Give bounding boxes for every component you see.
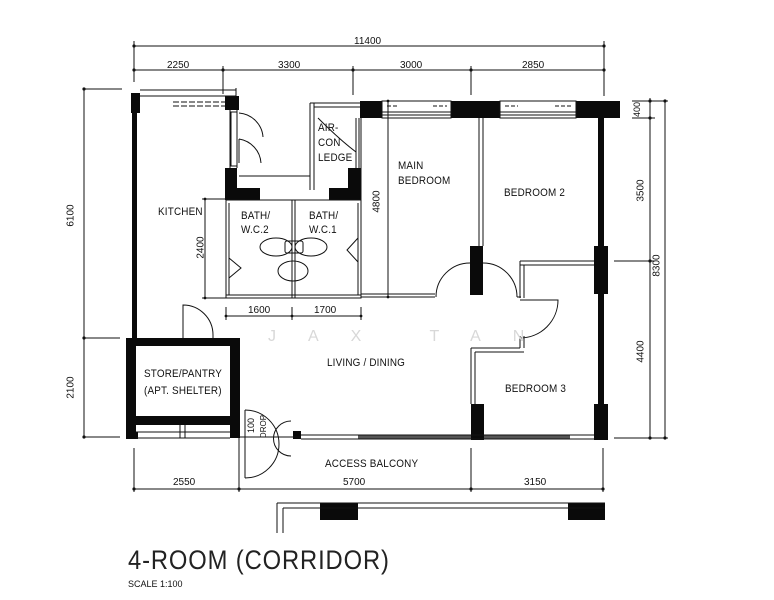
room-label-store-line2: (APT. SHELTER) — [144, 385, 222, 397]
dim-left-2: 2100 — [65, 376, 77, 399]
dim-bottom-3: 3150 — [524, 477, 547, 488]
dim-right-3: 4400 — [635, 340, 647, 363]
plan-title: 4-ROOM (CORRIDOR) — [128, 545, 390, 575]
dim-right-total: 8300 — [651, 254, 663, 277]
plan-scale: SCALE 1:100 — [128, 579, 183, 589]
dim-bath-height: 2400 — [195, 236, 207, 259]
left-dimension-lines — [83, 88, 122, 438]
room-label-aircon-line3: LEDGE — [318, 152, 353, 164]
dim-bath-width-2: 1700 — [314, 305, 337, 316]
room-label-main-bedroom-line2: BEDROOM — [398, 175, 451, 187]
room-label-aircon-line2: CON — [318, 137, 341, 149]
room-label-aircon-line1: AIR- — [318, 122, 339, 134]
dim-left-1: 6100 — [65, 204, 77, 227]
dim-main-bedroom-height: 4800 — [371, 190, 383, 213]
room-label-bedroom-3: BEDROOM 3 — [505, 383, 567, 395]
dim-top-total: 11400 — [354, 36, 382, 47]
room-label-bedroom-2: BEDROOM 2 — [504, 187, 566, 199]
dim-right-1: 400 — [632, 101, 643, 118]
room-label-bath1-line1: BATH/ — [309, 210, 339, 222]
dim-top-4: 2850 — [522, 60, 545, 71]
room-label-access-balcony: ACCESS BALCONY — [325, 458, 419, 470]
dim-top-2: 3300 — [278, 60, 301, 71]
dim-top-3: 3000 — [400, 60, 423, 71]
dim-top-1: 2250 — [167, 60, 190, 71]
room-label-bath2-line2: W.C.2 — [241, 224, 269, 236]
room-label-main-bedroom-line1: MAIN — [398, 160, 424, 172]
room-label-bath1-line2: W.C.1 — [309, 224, 337, 236]
label-drop-value: 100 — [246, 417, 257, 434]
dim-right-2: 3500 — [635, 179, 647, 202]
dim-bottom-1: 2550 — [173, 477, 196, 488]
watermark: JAX TAN — [268, 328, 557, 345]
room-label-living-dining: LIVING / DINING — [327, 357, 406, 369]
label-drop-text: DROP — [259, 414, 269, 439]
dim-bottom-2: 5700 — [343, 477, 366, 488]
bottom-dimension-lines — [133, 430, 604, 492]
room-label-bath2-line1: BATH/ — [241, 210, 271, 222]
room-label-kitchen: KITCHEN — [158, 206, 203, 218]
dim-bath-width-1: 1600 — [248, 305, 271, 316]
room-label-store-line1: STORE/PANTRY — [144, 368, 223, 380]
walls — [126, 93, 620, 520]
